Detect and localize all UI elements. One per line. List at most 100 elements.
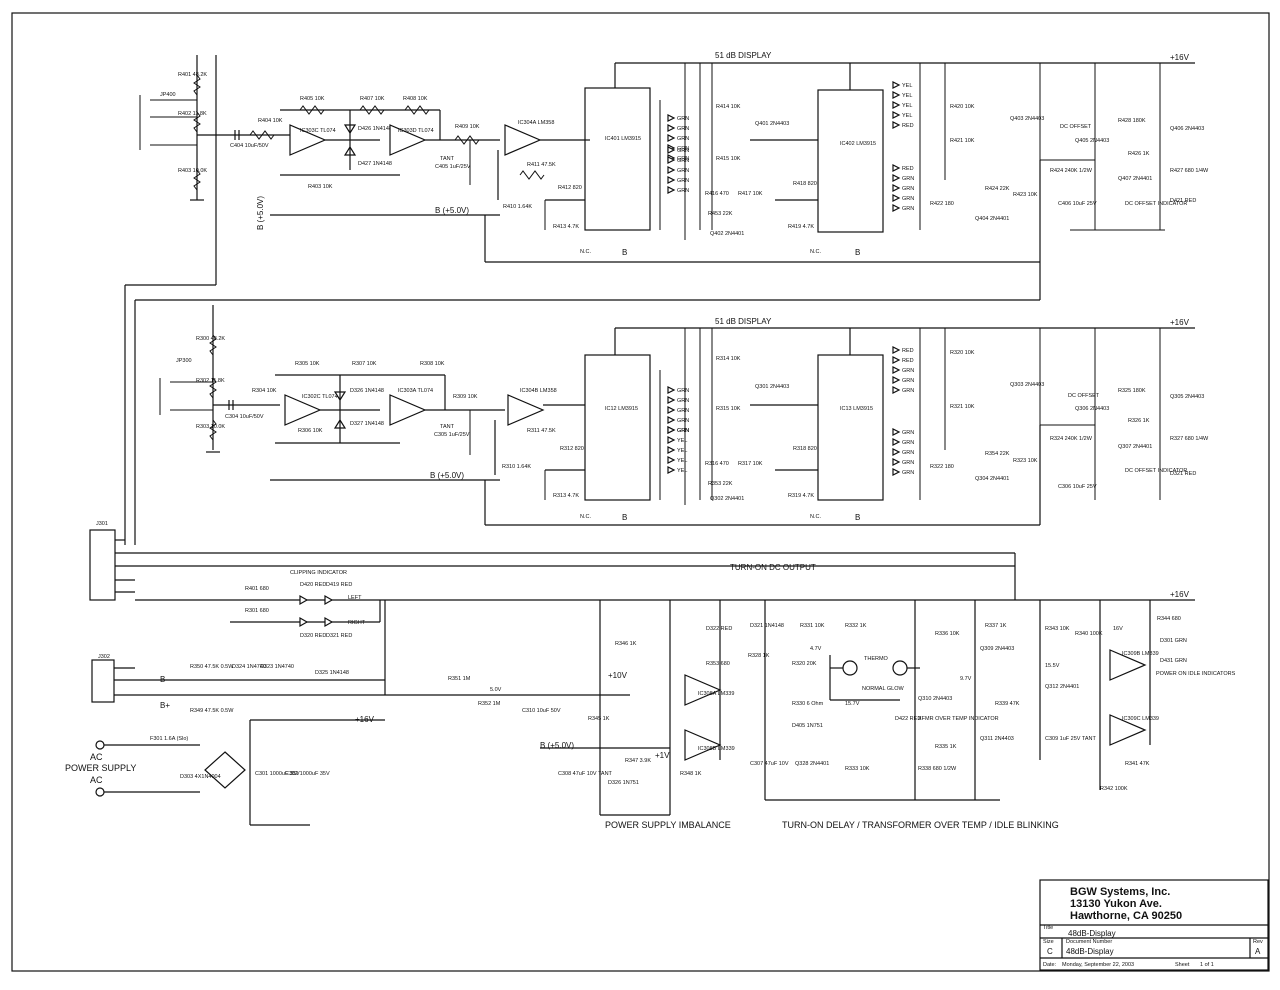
svg-text:R304 10K: R304 10K: [252, 388, 277, 394]
display-label-mid: 51 dB DISPLAY: [715, 317, 772, 326]
svg-text:R330 6 Ohm: R330 6 Ohm: [792, 701, 824, 707]
svg-text:R305 10K: R305 10K: [295, 361, 320, 367]
svg-text:D323 1N4740: D323 1N4740: [260, 664, 294, 670]
led-icon: [667, 396, 676, 404]
led-label: GRN: [902, 196, 914, 202]
svg-text:R420 10K: R420 10K: [950, 104, 975, 110]
led-label: GRN: [677, 408, 689, 414]
led-label: GRN: [902, 430, 914, 436]
svg-text:R350 47.5K 0.5W: R350 47.5K 0.5W: [190, 664, 234, 670]
svg-text:R314 10K: R314 10K: [716, 356, 741, 362]
svg-text:N.C.: N.C.: [580, 514, 591, 520]
svg-text:Q309 2N4403: Q309 2N4403: [980, 646, 1014, 652]
left-label: LEFT: [348, 595, 362, 601]
led-icon: [667, 114, 676, 122]
svg-text:R354 22K: R354 22K: [985, 451, 1010, 457]
svg-text:IC12 LM3915: IC12 LM3915: [605, 406, 638, 412]
led-label: GRN: [677, 156, 689, 162]
led-label: GRN: [677, 388, 689, 394]
led-label: GRN: [677, 398, 689, 404]
led-label: GRN: [902, 176, 914, 182]
svg-text:IC309B LM339: IC309B LM339: [1122, 651, 1159, 657]
svg-text:Q407 2N4401: Q407 2N4401: [1118, 176, 1152, 182]
display-label-top: 51 dB DISPLAY: [715, 51, 772, 60]
title-block: BGW Systems, Inc. 13130 Yukon Ave. Hawth…: [1039, 879, 1269, 971]
svg-text:D326 1N751: D326 1N751: [608, 780, 639, 786]
svg-text:JP300: JP300: [176, 358, 192, 364]
svg-text:J301: J301: [96, 521, 108, 527]
svg-text:C308 47uF 10V TANT: C308 47uF 10V TANT: [558, 771, 613, 777]
svg-text:R311 47.5K: R311 47.5K: [527, 428, 556, 434]
led-label: GRN: [902, 378, 914, 384]
svg-text:THERMO: THERMO: [864, 656, 889, 662]
svg-text:R319 4.7K: R319 4.7K: [788, 493, 814, 499]
led-icon: [667, 186, 676, 194]
led-label: GRN: [677, 178, 689, 184]
svg-text:C301 1000uF 35V: C301 1000uF 35V: [255, 771, 300, 777]
svg-text:IC304B LM358: IC304B LM358: [520, 388, 557, 394]
svg-text:IC303C TL074: IC303C TL074: [300, 128, 336, 134]
led-label: GRN: [677, 158, 689, 164]
led-label: GRN: [677, 116, 689, 122]
led-label: GRN: [677, 136, 689, 142]
svg-text:R344 680: R344 680: [1157, 616, 1181, 622]
led-label: RED: [902, 123, 914, 129]
svg-text:Q301 2N4403: Q301 2N4403: [755, 384, 789, 390]
svg-text:4.7V: 4.7V: [810, 646, 822, 652]
svg-text:R313 4.7K: R313 4.7K: [553, 493, 579, 499]
svg-text:Q311 2N4403: Q311 2N4403: [980, 736, 1014, 742]
svg-text:R317 10K: R317 10K: [738, 461, 763, 467]
c405: C405 1uF/25V: [435, 164, 471, 170]
svg-text:R415 10K: R415 10K: [716, 156, 741, 162]
svg-text:D422 RED: D422 RED: [895, 716, 921, 722]
led-icon: [892, 356, 901, 364]
over-temp-label: XFMR OVER TEMP INDICATOR: [918, 716, 999, 722]
led-icon: [667, 386, 676, 394]
op-amp-ic303c: [289, 124, 327, 156]
svg-text:Q403 2N4403: Q403 2N4403: [1010, 116, 1044, 122]
svg-text:B+: B+: [160, 701, 170, 710]
svg-text:R318 820: R318 820: [793, 446, 817, 452]
svg-text:D322 RED: D322 RED: [706, 626, 732, 632]
svg-text:R333 10K: R333 10K: [845, 766, 870, 772]
svg-text:+10V: +10V: [608, 671, 628, 680]
svg-text:R342 100K: R342 100K: [1100, 786, 1128, 792]
svg-text:+16V: +16V: [355, 715, 375, 724]
rail-label-16v-mid: +16V: [1170, 318, 1190, 327]
svg-text:IC304A LM358: IC304A LM358: [518, 120, 554, 126]
op-amp-ic303a: [389, 394, 427, 426]
svg-text:C305 1uF/25V: C305 1uF/25V: [434, 432, 470, 438]
led-label: GRN: [902, 460, 914, 466]
op-amp-ic304b: [507, 394, 545, 426]
svg-text:IC401 LM3915: IC401 LM3915: [605, 136, 641, 142]
led-icon: [667, 176, 676, 184]
b5-label-bottom: B (+5.0V): [540, 741, 574, 750]
led-icon: [892, 164, 901, 172]
led-icon: [892, 111, 901, 119]
led-label: YEL: [902, 83, 912, 89]
svg-text:R423 10K: R423 10K: [1013, 192, 1038, 198]
svg-text:Date:: Date:: [1043, 962, 1057, 968]
svg-text:+1V: +1V: [655, 751, 670, 760]
svg-text:R417 10K: R417 10K: [738, 191, 763, 197]
led-icon: [892, 101, 901, 109]
document-number: 48dB-Display: [1066, 947, 1114, 956]
c404: C404 10uF/50V: [230, 143, 269, 149]
r404: R404 10K: [258, 118, 283, 124]
led-icon: [892, 428, 901, 436]
b5-label-vert: B (+5.0V): [256, 196, 265, 230]
svg-text:R424 22K: R424 22K: [985, 186, 1010, 192]
company-address-1: 13130 Yukon Ave.: [1070, 898, 1162, 910]
svg-text:R453 22K: R453 22K: [708, 211, 733, 217]
svg-text:C406 10uF 25V: C406 10uF 25V: [1058, 201, 1097, 207]
led-label: GRN: [902, 450, 914, 456]
svg-text:R353 680: R353 680: [706, 661, 730, 667]
led-icon: [667, 466, 676, 474]
led-label: GRN: [902, 440, 914, 446]
svg-text:IC303D TL074: IC303D TL074: [398, 128, 434, 134]
svg-text:Q401 2N4403: Q401 2N4403: [755, 121, 789, 127]
dc-offset-label-mid: DC OFFSET: [1068, 393, 1100, 399]
svg-text:Q406 2N4403: Q406 2N4403: [1170, 126, 1204, 132]
op-amp-ic308b: [684, 729, 722, 761]
